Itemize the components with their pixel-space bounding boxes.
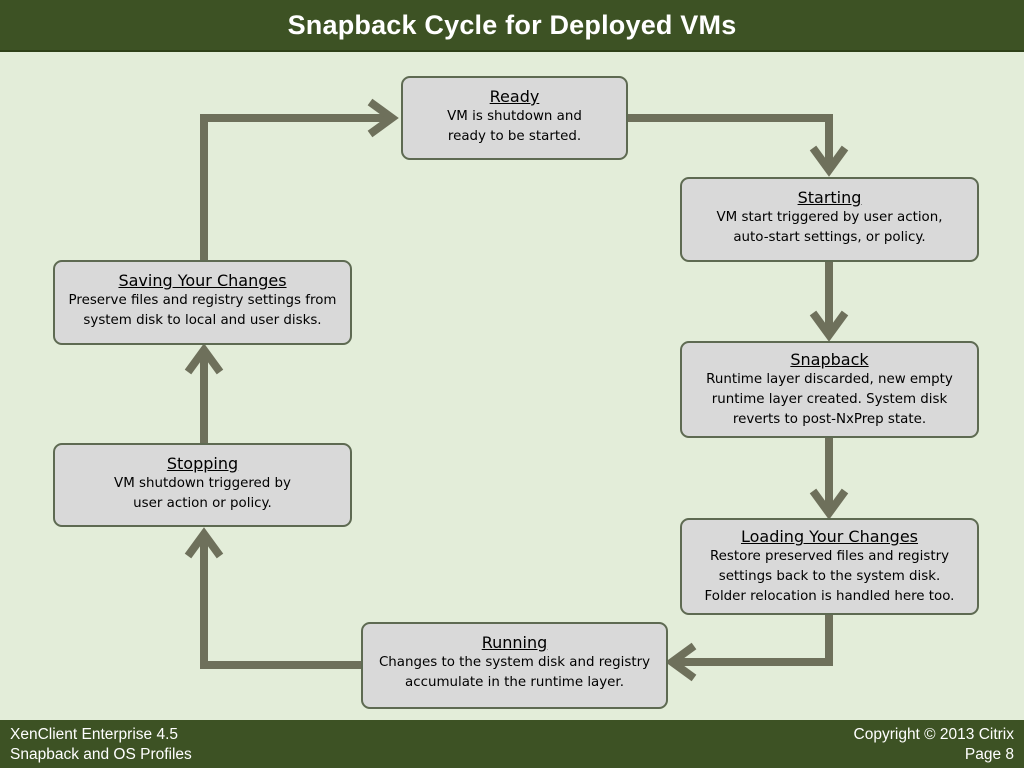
arrow-running-to-stopping-head <box>184 527 224 559</box>
node-saving-line-2: system disk to local and user disks. <box>83 313 322 328</box>
node-starting-line-1: VM start triggered by user action, <box>716 210 943 225</box>
node-snapback-line-3: reverts to post-NxPrep state. <box>732 412 927 427</box>
arrow-snapback-to-loading-head <box>809 488 849 520</box>
slide-title: Snapback Cycle for Deployed VMs <box>287 9 737 40</box>
node-ready: Ready VM is shutdown and ready to be sta… <box>401 76 628 160</box>
arrow-ready-to-starting-head <box>809 145 849 177</box>
node-running: Running Changes to the system disk and r… <box>361 622 668 709</box>
arrow-ready-to-starting <box>628 114 833 168</box>
arrow-loading-to-running <box>672 614 833 666</box>
node-starting: Starting VM start triggered by user acti… <box>680 177 979 262</box>
node-loading-your-changes: Loading Your Changes Restore preserved f… <box>680 518 979 615</box>
arrow-stopping-to-saving-head <box>184 343 224 375</box>
node-loading-line-1: Restore preserved files and registry <box>709 549 950 564</box>
arrow-saving-to-ready-head <box>367 98 399 138</box>
node-saving-your-changes: Saving Your Changes Preserve files and r… <box>53 260 352 345</box>
node-stopping-title: Stopping <box>166 454 239 473</box>
node-starting-title: Starting <box>797 188 862 207</box>
node-loading-title: Loading Your Changes <box>740 527 919 546</box>
node-running-title: Running <box>481 633 548 652</box>
footer-left: XenClient Enterprise 4.5 Snapback and OS… <box>10 725 192 765</box>
arrow-running-to-stopping <box>200 536 362 669</box>
arrow-loading-to-running-head <box>665 642 697 682</box>
node-snapback-line-1: Runtime layer discarded, new empty <box>706 372 953 387</box>
title-bar: Snapback Cycle for Deployed VMs <box>0 0 1024 52</box>
node-stopping-line-1: VM shutdown triggered by <box>114 476 291 491</box>
node-saving-title: Saving Your Changes <box>118 271 287 290</box>
footer-copyright: Copyright © 2013 Citrix <box>853 726 1014 743</box>
node-ready-title: Ready <box>489 87 540 106</box>
node-stopping-line-2: user action or policy. <box>133 496 272 511</box>
footer-page-number: Page 8 <box>964 746 1014 763</box>
node-running-line-1: Changes to the system disk and registry <box>378 655 651 670</box>
node-loading-line-3: Folder relocation is handled here too. <box>704 589 955 604</box>
node-snapback-title: Snapback <box>790 350 869 369</box>
arrow-starting-to-snapback-head <box>809 310 849 342</box>
node-starting-line-2: auto-start settings, or policy. <box>733 230 926 245</box>
footer-bar: XenClient Enterprise 4.5 Snapback and OS… <box>0 720 1024 768</box>
footer-product: XenClient Enterprise 4.5 <box>10 726 179 743</box>
node-snapback: Snapback Runtime layer discarded, new em… <box>680 341 979 438</box>
node-stopping: Stopping VM shutdown triggered by user a… <box>53 443 352 527</box>
node-loading-line-2: settings back to the system disk. <box>718 569 941 584</box>
node-ready-line-2: ready to be started. <box>447 129 582 144</box>
footer-topic: Snapback and OS Profiles <box>10 746 192 763</box>
node-ready-line-1: VM is shutdown and <box>447 109 582 124</box>
node-saving-line-1: Preserve files and registry settings fro… <box>68 293 337 308</box>
footer-right: Copyright © 2013 Citrix Page 8 <box>854 725 1014 765</box>
node-running-line-2: accumulate in the runtime layer. <box>405 675 624 690</box>
node-snapback-line-2: runtime layer created. System disk <box>711 392 948 407</box>
arrow-saving-to-ready <box>200 114 392 262</box>
